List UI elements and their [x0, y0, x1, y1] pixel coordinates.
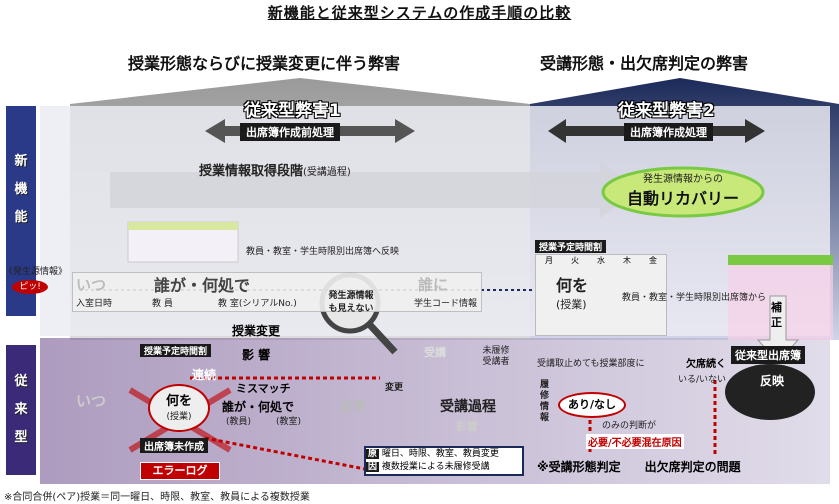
source-info-label: 《発生源情報》: [4, 267, 68, 277]
kage-ghost: 影響: [456, 420, 478, 433]
shusseki-mi-label: 出席簿未作成: [140, 438, 208, 453]
old-itsu-label: いつ: [76, 392, 107, 410]
footnote: ※合同合併(ペア)授業＝同一曜日、時限、教室、教員による複数授業: [4, 492, 310, 503]
jugyo-henko-label: 授業変更: [232, 324, 281, 338]
old-shusseki-label: 従来型出席簿: [731, 346, 805, 364]
jukou-tori-text: 受講取止めても授業部度に: [537, 359, 645, 369]
stage-arrow: [110, 162, 640, 218]
card-reader-icon: ピッ!: [12, 280, 48, 294]
schedule-label: 授業予定時間割: [535, 240, 607, 253]
side-bar-old: [6, 345, 36, 475]
recovery-label: 発生源情報からの 自動リカバリー: [626, 174, 739, 208]
jukou-ghost: 受講: [424, 346, 446, 359]
hosei-label: 補正: [771, 301, 782, 329]
magnifier-text: 発生源情報も見えない: [328, 291, 374, 314]
iru-inai-text: いる/いない: [678, 375, 727, 385]
entry-time: 入室日時: [76, 299, 113, 309]
error-log-badge: エラーログ: [140, 462, 220, 480]
cause-box: 原 曜日、時限、教室、教員変更 因 複数授業による未履修受講: [364, 446, 524, 476]
banner2-sub: 出席簿作成処理: [624, 123, 713, 141]
hitsuyou-text: 必要/不必要混在原因: [586, 434, 684, 449]
page-title: 新機能と従来型システムの作成手順の比較: [267, 4, 572, 22]
from-schedule-text: 教員・教室・学生時限別出席簿から: [622, 293, 767, 303]
renzoku-label: 連続: [192, 368, 217, 382]
eikyo-label: 影 響: [242, 348, 271, 362]
nomi-text: のみの判断が: [602, 421, 657, 431]
error-line: [204, 436, 371, 472]
rishu-label: 履修情報: [540, 380, 550, 423]
dare2-label: 誰が・何処で: [222, 400, 295, 414]
schedule-grid: 月 火 水 木 金: [535, 254, 667, 336]
stage-label: 授業情報取得段階(受講過程): [199, 164, 351, 179]
reflect-ellipse: [725, 364, 815, 420]
mirishu-label: 未履修受講者: [482, 346, 510, 367]
banner2-title: 従来型弊害2: [618, 101, 715, 121]
dare-label: 誰が・何処で: [154, 276, 251, 295]
teacher-label: 教 員: [152, 299, 173, 309]
jugyo-label: (授業): [556, 298, 587, 311]
old-schedule-label: 授業予定時間割: [140, 344, 212, 357]
side-label-new: 新機能: [14, 154, 28, 225]
kesseki-text: 欠席続く: [686, 359, 726, 370]
recovery-ellipse: [601, 166, 765, 218]
jukou-katei-label: 受講過程: [440, 399, 496, 415]
nani-wo-label: 何を: [556, 276, 589, 295]
henkou-ghost: 変更: [340, 400, 367, 415]
heading-right: 受講形態・出欠席判定の弊害: [540, 54, 749, 73]
dare-ni-label: 誰に: [418, 276, 449, 294]
reflect-top-text: 教員・教室・学生時限別出席簿へ反映: [246, 247, 400, 257]
kyoin2-label: (教員): [226, 417, 252, 427]
side-label-old: 従来型: [14, 374, 28, 445]
problem-label: ※受講形態判定 出欠席判定の問題: [537, 460, 741, 474]
itsu-label: いつ: [76, 276, 107, 294]
banner1-title: 従来型弊害1: [244, 101, 341, 121]
room-label: 教 室(シリアルNo.): [218, 299, 297, 309]
magnifier-handle: [367, 322, 398, 355]
hanei-label: 反映: [760, 374, 785, 388]
nani-wo-circle: 何を (授業): [148, 384, 210, 432]
mismatch-label: ミスマッチ: [236, 382, 291, 395]
student-code-label: 学生コード情報: [414, 299, 478, 309]
right-schedule-header: [728, 255, 833, 265]
banner1-sub: 出席簿作成前処理: [240, 123, 340, 141]
heading-left: 授業形態ならびに授業変更に伴う弊害: [128, 54, 401, 73]
henko-label: 変更: [385, 383, 404, 393]
ari-nashi-oval: あり/なし: [558, 392, 626, 418]
kyoshitsu2-label: (教室): [276, 417, 302, 427]
new-info-row: [72, 272, 482, 312]
